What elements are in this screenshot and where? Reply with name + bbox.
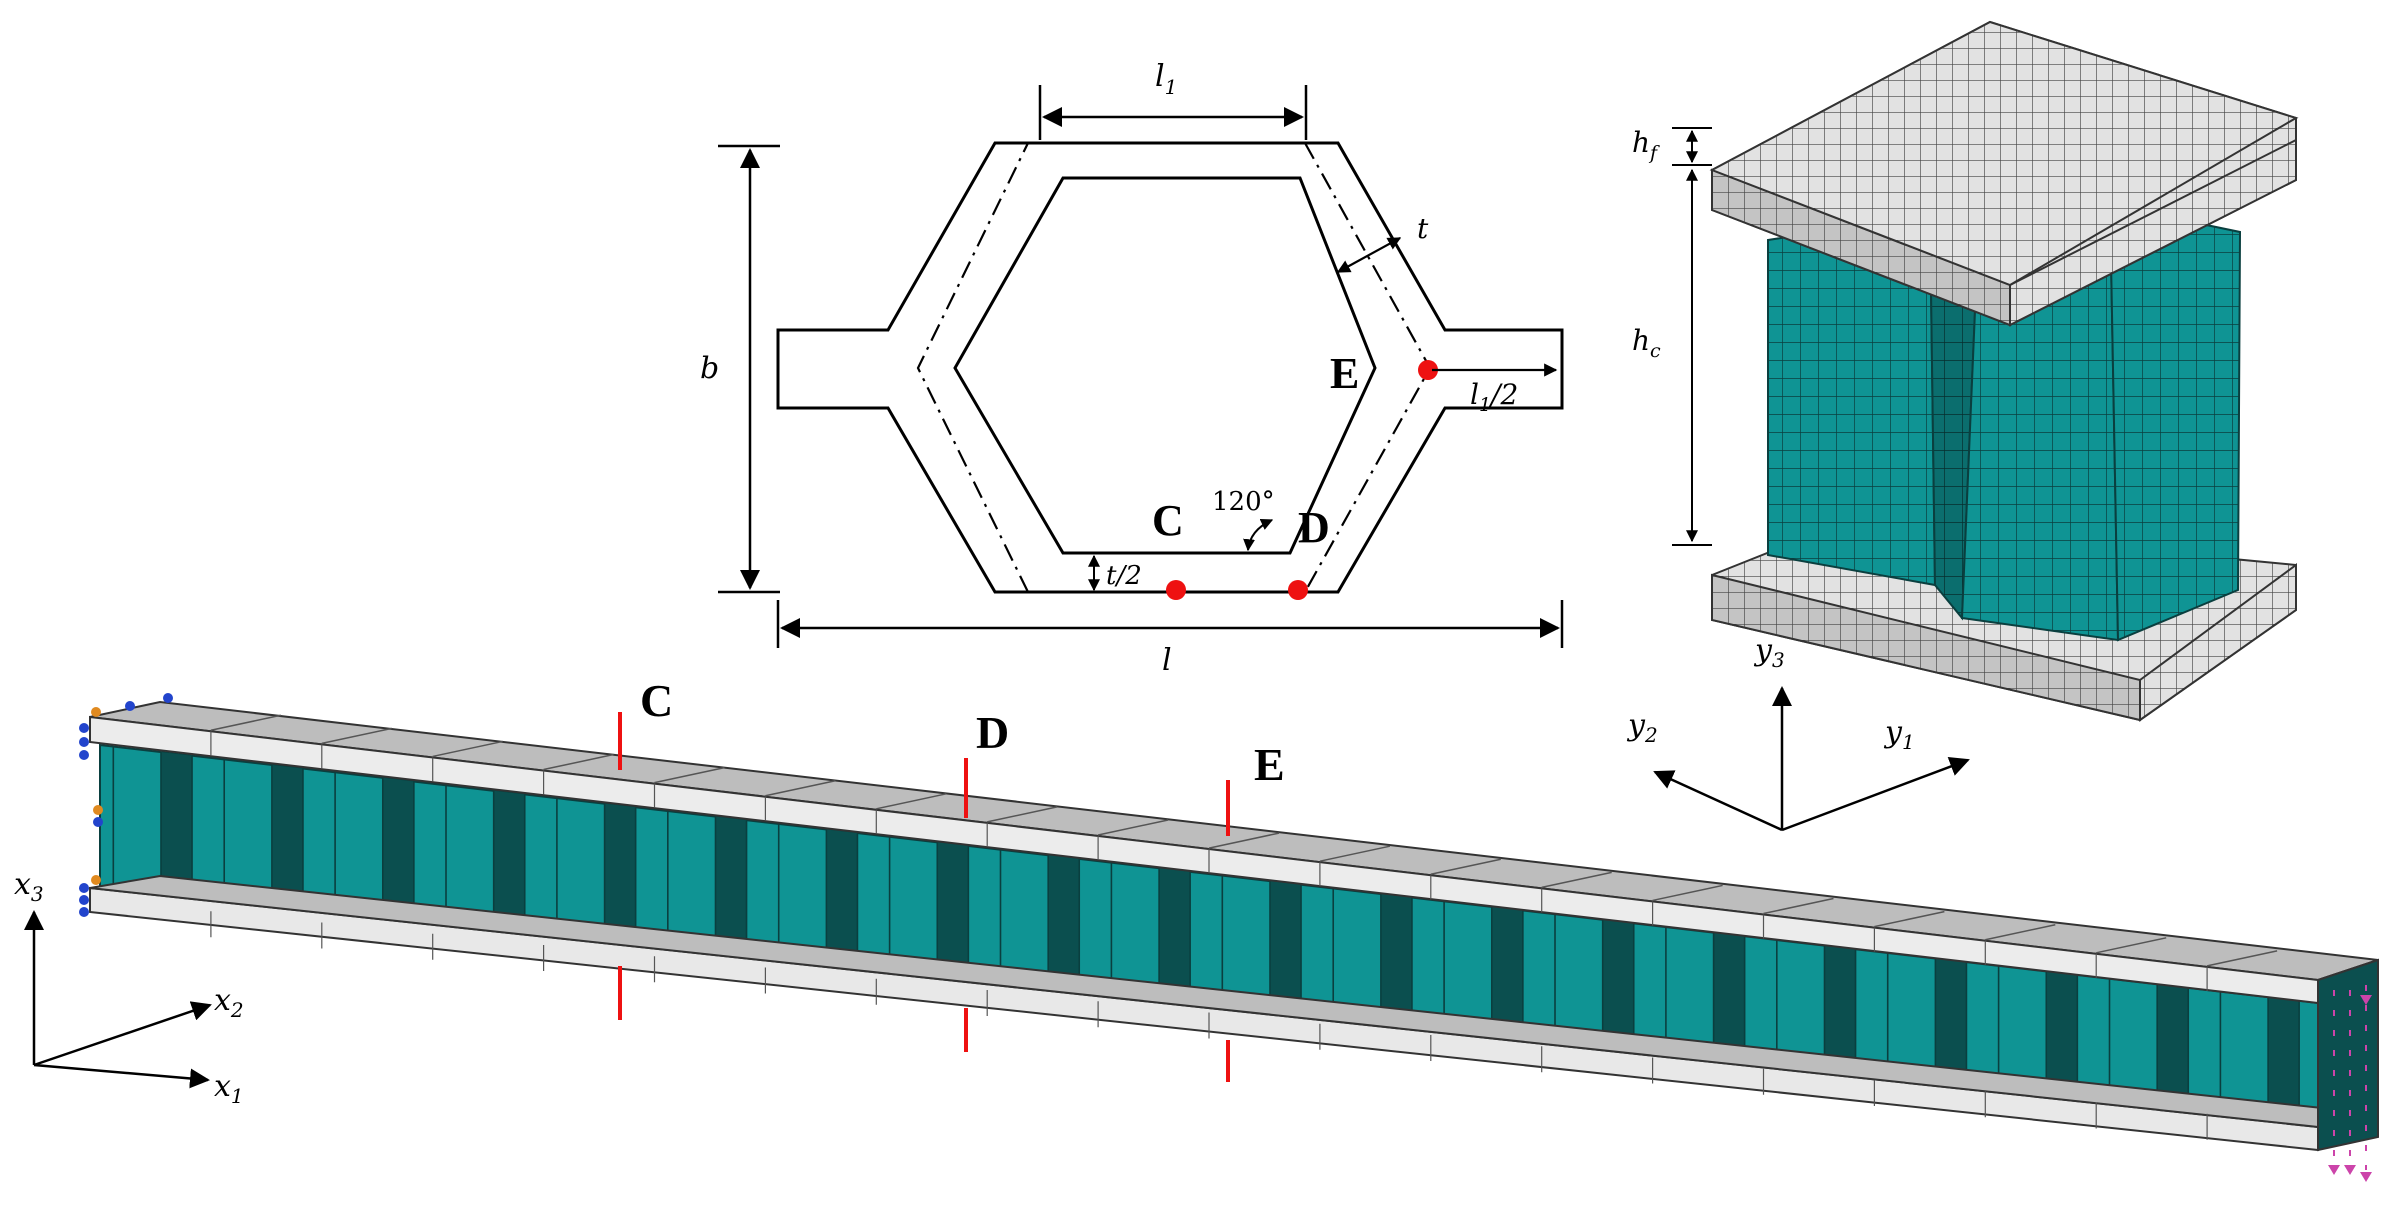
beam-cell-dark-panel bbox=[937, 842, 969, 991]
angle-arc bbox=[1243, 519, 1274, 552]
hexagon-cell-diagram: l1 b t E l1/2 120° C D t/2 l bbox=[700, 59, 1564, 678]
hexagon-inner-outline bbox=[953, 176, 1377, 555]
beam-cell-dark-panel bbox=[715, 816, 747, 968]
unit-cell-mesh: hf hc y3 y2 y1 bbox=[1626, 20, 2299, 832]
beam-cell-divisions bbox=[112, 746, 2300, 1126]
y2-axis bbox=[1653, 770, 1783, 832]
angle-label: 120° bbox=[1212, 487, 1275, 517]
y3-label: y3 bbox=[1753, 633, 1785, 672]
beam-cell-dark-panel bbox=[1048, 855, 1080, 1002]
beam-cell-dark-panel bbox=[1491, 906, 1523, 1047]
hc-label: hc bbox=[1632, 324, 1661, 362]
x2-label: x2 bbox=[214, 983, 244, 1022]
face-sheet-seam bbox=[765, 779, 836, 797]
beam-cell-dark-panel bbox=[1602, 919, 1634, 1058]
face-sheet-seam bbox=[321, 727, 392, 745]
face-sheet-seam bbox=[2206, 950, 2278, 967]
beam-cell-dark-panel bbox=[493, 790, 525, 946]
l-label: l bbox=[1162, 643, 1172, 678]
x1-axis bbox=[33, 1063, 210, 1089]
face-sheet-seam bbox=[1652, 884, 1723, 902]
t-dimension-line bbox=[1336, 237, 1402, 273]
half-l1-label: l1/2 bbox=[1470, 378, 1518, 416]
y1-label: y1 bbox=[1883, 715, 1915, 754]
section-c-label: C bbox=[640, 675, 673, 726]
face-sheet-seam bbox=[543, 753, 614, 771]
beam-cell-dark-panel bbox=[2157, 984, 2189, 1114]
beam-cell-dark-panel bbox=[160, 752, 193, 912]
beam-cell-dark-panel bbox=[382, 777, 414, 934]
beam-cell-dark-panel bbox=[1824, 945, 1856, 1081]
beam-cell-dark-panel bbox=[2268, 997, 2300, 1126]
t-label: t bbox=[1417, 212, 1429, 245]
face-sheet-seam bbox=[2096, 937, 2167, 954]
face-sheet-seam bbox=[1763, 897, 1834, 915]
beam-panel-lines bbox=[210, 714, 2278, 1140]
beam-cell-dark-panel bbox=[1935, 958, 1967, 1092]
x2-axis bbox=[33, 1001, 212, 1067]
point-e-marker bbox=[1418, 360, 1438, 380]
section-d-label: D bbox=[976, 707, 1009, 758]
face-sheet-seam bbox=[987, 806, 1058, 823]
point-c-label: C bbox=[1152, 496, 1184, 545]
hf-label: hf bbox=[1632, 126, 1660, 164]
y1-axis bbox=[1781, 756, 1970, 832]
face-sheet-seam bbox=[1985, 923, 2056, 941]
beam-cell-dark-panel bbox=[2046, 971, 2078, 1103]
x1-label: x1 bbox=[214, 1069, 244, 1108]
face-sheet-seam bbox=[876, 793, 947, 810]
beam-cell-dark-panel bbox=[271, 764, 303, 923]
beam-cell-dark-panel bbox=[1380, 893, 1412, 1036]
hexagon-outer-outline bbox=[776, 141, 1564, 594]
y2-label: y2 bbox=[1626, 708, 1658, 747]
face-sheet-seam bbox=[1319, 845, 1391, 862]
face-sheet-seam bbox=[1874, 910, 1945, 928]
face-sheet-seam bbox=[654, 766, 725, 784]
point-d-label: D bbox=[1298, 503, 1330, 552]
half-t-label: t/2 bbox=[1106, 561, 1142, 591]
face-sheet-seam bbox=[1097, 819, 1169, 836]
face-sheet-seam bbox=[1208, 832, 1280, 849]
left-boundary-conditions bbox=[79, 693, 173, 917]
x3-label: x3 bbox=[14, 867, 44, 906]
l1-label: l1 bbox=[1155, 59, 1177, 99]
b-label: b bbox=[700, 351, 719, 386]
right-end-loads bbox=[2328, 985, 2372, 1182]
point-d-marker bbox=[1288, 580, 1308, 600]
beam-cell-dark-panel bbox=[604, 803, 636, 957]
face-sheet-seam bbox=[432, 740, 503, 758]
face-sheet-seam bbox=[210, 714, 282, 732]
sandwich-beam: C D E x3 x2 x1 bbox=[14, 675, 2379, 1182]
beam-cell-dark-panel bbox=[1269, 881, 1302, 1024]
point-c-marker bbox=[1166, 580, 1186, 600]
beam-cell-dark-panel bbox=[1159, 868, 1191, 1013]
point-e-label: E bbox=[1330, 349, 1359, 398]
face-sheet-seam bbox=[1430, 858, 1501, 876]
face-sheet-seam bbox=[1541, 871, 1612, 889]
beam-cell-dark-panel bbox=[1713, 932, 1745, 1069]
beam-cell-dark-panel bbox=[826, 829, 858, 979]
beam-end-face bbox=[2317, 958, 2379, 1152]
section-e-label: E bbox=[1254, 739, 1285, 790]
